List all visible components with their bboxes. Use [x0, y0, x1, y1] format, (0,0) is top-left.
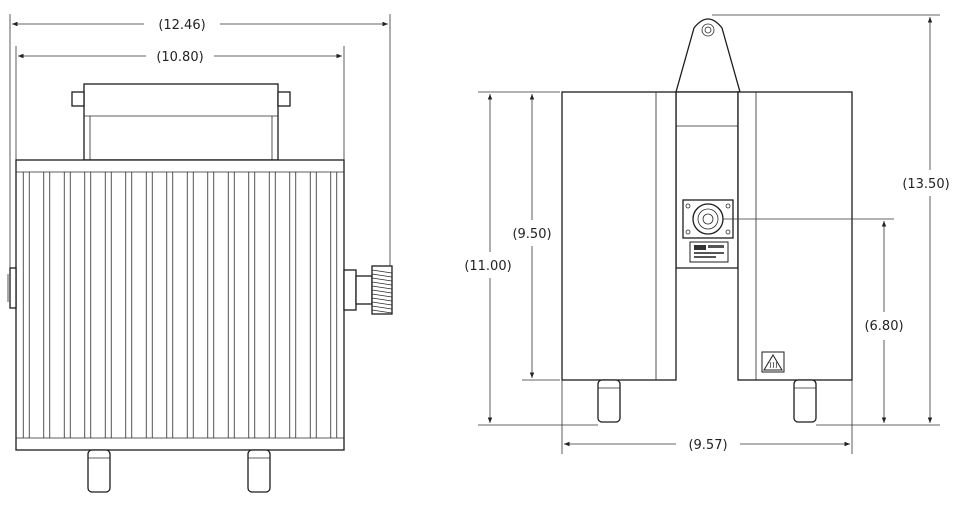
- dimension-overall-height: (13.50): [712, 14, 950, 426]
- dimension-inner-height: (9.50): [512, 94, 560, 381]
- center-bridge: [675, 91, 739, 269]
- knurl-line: [371, 309, 393, 314]
- dim-label-front-width: (9.57): [688, 438, 727, 453]
- dim-label-body-width: (10.80): [156, 50, 203, 65]
- knurl-line: [371, 289, 393, 294]
- knurl-line: [371, 269, 393, 274]
- knurl-line: [371, 277, 393, 282]
- front-left-foot: [597, 379, 621, 423]
- dim-label-connector-height: (6.80): [864, 319, 903, 334]
- knurl-line: [371, 281, 393, 286]
- left-heatsink-block: [561, 91, 677, 381]
- left-side-view: (12.46) (10.80): [7, 14, 393, 493]
- dim-label-overall-height: (13.50): [902, 177, 949, 192]
- knurl-line: [371, 293, 393, 298]
- front-right-foot: [793, 379, 817, 423]
- dimension-body-width: (10.80): [15, 46, 345, 160]
- nameplate-label: [689, 241, 729, 263]
- right-heatsink-block: [737, 91, 853, 381]
- right-foot: [247, 449, 271, 493]
- dim-label-inner-height: (9.50): [512, 227, 551, 242]
- knurl-line: [371, 297, 393, 302]
- lifting-eye: [675, 18, 741, 93]
- dimension-front-width: (9.57): [561, 380, 853, 454]
- cooling-fins: [22, 172, 338, 438]
- dimension-overall-width: (12.46): [9, 14, 391, 268]
- knurled-connector-icon: [343, 265, 393, 315]
- dimension-connector-height: (6.80): [723, 218, 904, 423]
- right-front-view: (13.50) (6.80) (11.00) (9.50): [464, 14, 950, 454]
- hot-surface-warning-icon: [761, 351, 785, 373]
- dimension-body-height: (11.00): [464, 91, 598, 426]
- knurl-line: [371, 285, 393, 290]
- knurl-line: [371, 301, 393, 306]
- finned-housing: [15, 159, 345, 451]
- knurl-line: [371, 273, 393, 278]
- handle: [71, 83, 291, 161]
- dim-label-body-height: (11.00): [464, 259, 511, 274]
- knurl-line: [371, 305, 393, 310]
- left-foot: [87, 449, 111, 493]
- side-fitting: [7, 267, 17, 309]
- dim-label-overall-width: (12.46): [158, 18, 205, 33]
